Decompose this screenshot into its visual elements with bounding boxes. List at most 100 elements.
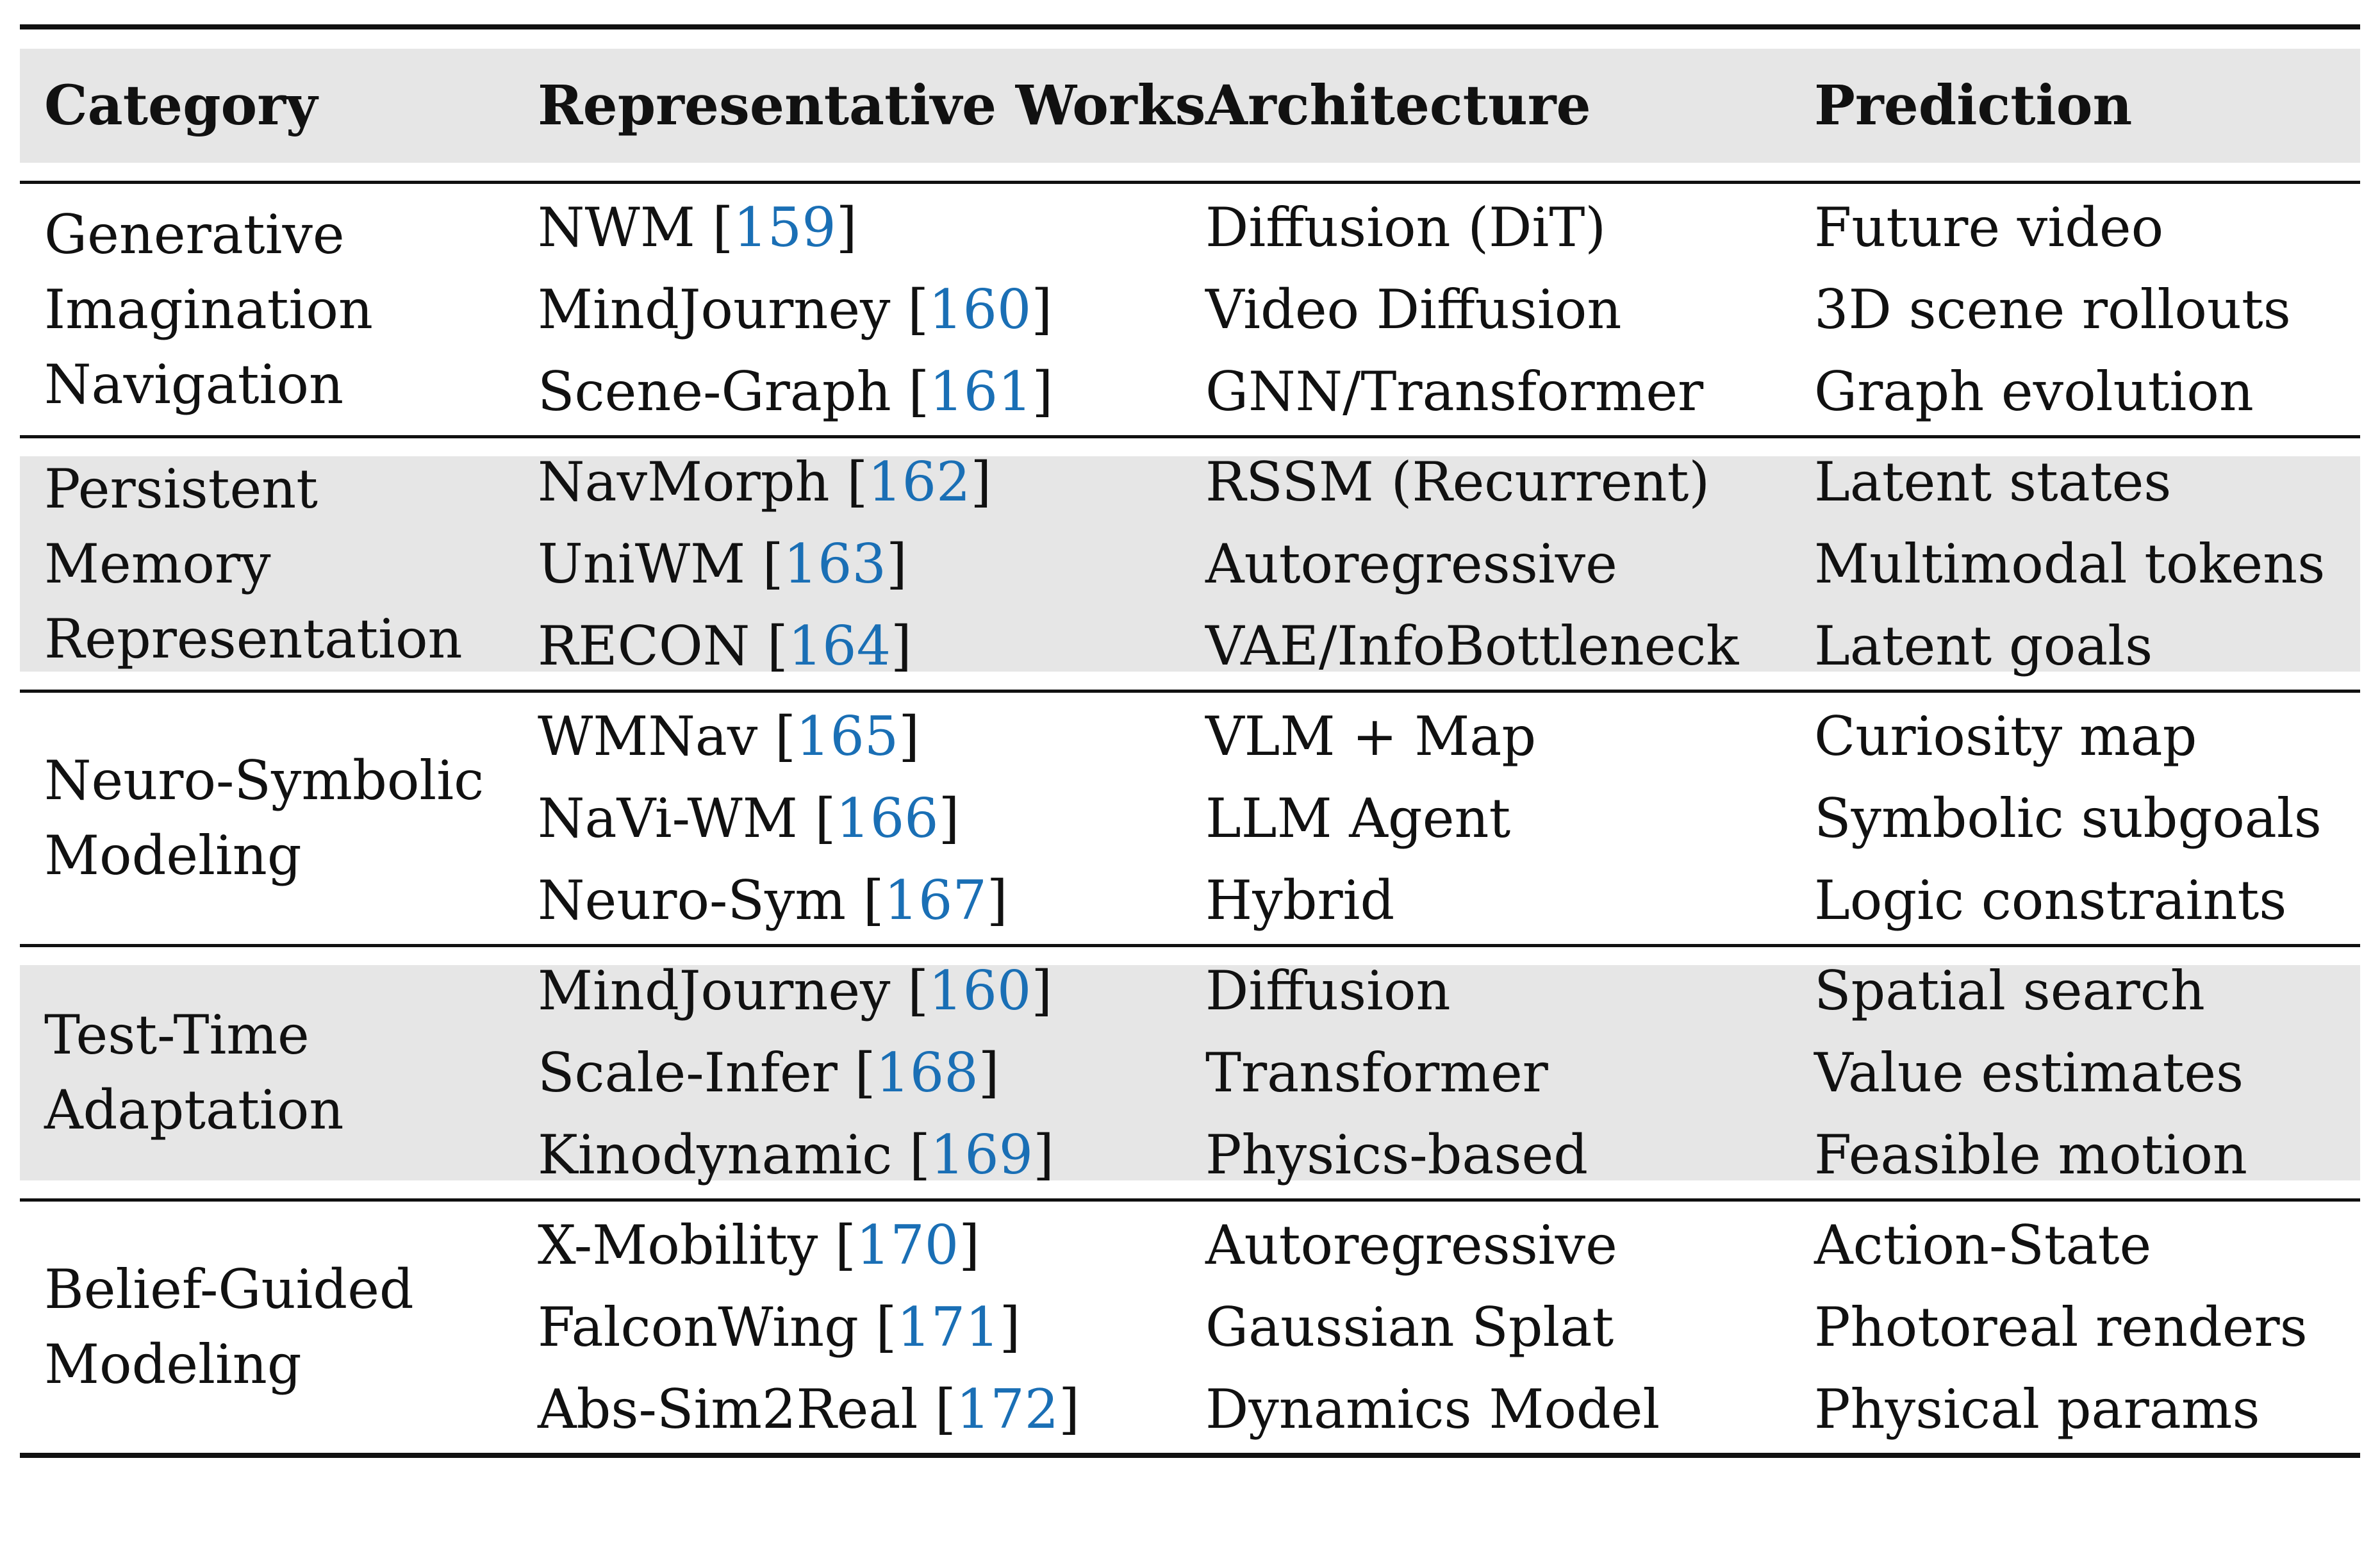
table-header-row: Category Representative Works Architectu…: [20, 49, 2360, 163]
work-cell: MindJourney [160]: [538, 959, 1053, 1022]
work-name: X-Mobility: [538, 1214, 818, 1277]
category-line: Imagination: [44, 277, 374, 341]
architecture-cell: VLM + Map: [1205, 705, 1537, 768]
prediction-cell: Graph evolution: [1814, 360, 2254, 423]
citation-link[interactable]: 168: [875, 1041, 979, 1104]
prediction-column: Latent states Multimodal tokens Latent g…: [1814, 438, 2325, 690]
category-line: Neuro-Symbolic: [44, 749, 484, 812]
work-cell: FalconWing [171]: [538, 1296, 1021, 1359]
architecture-cell: RSSM (Recurrent): [1205, 451, 1710, 513]
header-architecture: Architecture: [1205, 74, 1591, 138]
work-name: Scene-Graph: [538, 360, 891, 423]
architecture-column: Diffusion (DiT) Video Diffusion GNN/Tran…: [1205, 184, 1703, 435]
category-line: Test-Time: [44, 1004, 310, 1066]
architecture-cell: VAE/InfoBottleneck: [1205, 615, 1739, 677]
prediction-cell: Latent states: [1814, 451, 2172, 513]
group-rule: [20, 435, 2360, 438]
prediction-cell: Action-State: [1814, 1214, 2152, 1277]
prediction-cell: 3D scene rollouts: [1814, 278, 2291, 341]
prediction-column: Spatial search Value estimates Feasible …: [1814, 947, 2247, 1198]
table-group-persistent: Persistent Memory Representation NavMorp…: [20, 438, 2360, 690]
work-cell: WMNav [165]: [538, 705, 920, 768]
category-line: Generative: [44, 203, 345, 266]
prediction-cell: Photoreal renders: [1814, 1296, 2308, 1359]
citation-link[interactable]: 169: [930, 1123, 1034, 1186]
work-name: Neuro-Sym: [538, 869, 847, 932]
citation-link[interactable]: 171: [897, 1296, 1000, 1359]
prediction-cell: Spatial search: [1814, 959, 2205, 1022]
works-column: WMNav [165] NaVi-WM [166] Neuro-Sym [167…: [538, 693, 1008, 944]
citation-link[interactable]: 167: [884, 869, 987, 932]
works-column: MindJourney [160] Scale-Infer [168] Kino…: [538, 947, 1054, 1198]
citation-link[interactable]: 166: [836, 787, 939, 850]
work-cell: Abs-Sim2Real [172]: [538, 1378, 1080, 1441]
work-cell: NWM [159]: [538, 196, 857, 259]
category-line: Navigation: [44, 352, 344, 416]
group-rule: [20, 944, 2360, 947]
row-shading: [20, 965, 2360, 1180]
category-cell: Generative Imagination Navigation: [44, 184, 373, 435]
prediction-column: Action-State Photoreal renders Physical …: [1814, 1202, 2308, 1453]
table-group-belief-guided: Belief-Guided Modeling X-Mobility [170] …: [20, 1202, 2360, 1453]
category-line: Modeling: [44, 824, 302, 887]
citation-link[interactable]: 164: [788, 615, 891, 677]
work-cell: Neuro-Sym [167]: [538, 869, 1008, 932]
architecture-cell: Autoregressive: [1205, 533, 1617, 595]
work-name: Scale-Infer: [538, 1041, 838, 1104]
work-cell: RECON [164]: [538, 615, 912, 677]
architecture-cell: Transformer: [1205, 1041, 1548, 1104]
architecture-column: RSSM (Recurrent) Autoregressive VAE/Info…: [1205, 438, 1739, 690]
header-rule: [20, 181, 2360, 184]
architecture-cell: Hybrid: [1205, 869, 1395, 932]
work-cell: Kinodynamic [169]: [538, 1123, 1054, 1186]
header-category: Category: [44, 74, 318, 138]
architecture-cell: Diffusion: [1205, 959, 1451, 1022]
prediction-cell: Latent goals: [1814, 615, 2153, 677]
work-name: NWM: [538, 196, 695, 259]
citation-link[interactable]: 159: [733, 196, 836, 259]
citation-link[interactable]: 165: [795, 705, 899, 768]
work-name: WMNav: [538, 705, 758, 768]
category-line: Persistent: [44, 457, 318, 520]
architecture-cell: Gaussian Splat: [1205, 1296, 1614, 1359]
work-name: Abs-Sim2Real: [538, 1378, 918, 1441]
prediction-cell: Curiosity map: [1814, 705, 2197, 768]
architecture-cell: GNN/Transformer: [1205, 360, 1704, 423]
prediction-cell: Logic constraints: [1814, 869, 2287, 932]
category-line: Modeling: [44, 1333, 302, 1396]
table-group-neuro-symbolic: Neuro-Symbolic Modeling WMNav [165] NaVi…: [20, 693, 2360, 944]
citation-link[interactable]: 172: [955, 1378, 1059, 1441]
citation-link[interactable]: 170: [855, 1214, 959, 1277]
table-top-rule: [20, 24, 2360, 29]
table-bottom-rule: [20, 1453, 2360, 1458]
citation-link[interactable]: 160: [929, 278, 1032, 341]
category-line: Adaptation: [44, 1079, 344, 1141]
prediction-cell: Value estimates: [1814, 1041, 2244, 1104]
category-line: Belief-Guided: [44, 1258, 414, 1321]
work-name: RECON: [538, 615, 750, 677]
work-name: Kinodynamic: [538, 1123, 893, 1186]
architecture-cell: Video Diffusion: [1205, 278, 1622, 341]
work-cell: UniWM [163]: [538, 533, 907, 595]
work-name: MindJourney: [538, 959, 891, 1022]
category-cell: Test-Time Adaptation: [44, 947, 343, 1198]
citation-link[interactable]: 160: [929, 959, 1032, 1022]
citation-link[interactable]: 162: [868, 451, 971, 513]
row-shading: [20, 456, 2360, 672]
prediction-column: Curiosity map Symbolic subgoals Logic co…: [1814, 693, 2322, 944]
category-cell: Neuro-Symbolic Modeling: [44, 693, 484, 944]
prediction-cell: Feasible motion: [1814, 1123, 2248, 1186]
table-group-test-time: Test-Time Adaptation MindJourney [160] S…: [20, 947, 2360, 1198]
works-column: NavMorph [162] UniWM [163] RECON [164]: [538, 438, 991, 690]
category-cell: Belief-Guided Modeling: [44, 1202, 414, 1453]
works-column: NWM [159] MindJourney [160] Scene-Graph …: [538, 184, 1053, 435]
citation-link[interactable]: 161: [929, 360, 1032, 423]
work-name: MindJourney: [538, 278, 891, 341]
citation-link[interactable]: 163: [783, 533, 886, 595]
prediction-cell: Multimodal tokens: [1814, 533, 2326, 595]
prediction-cell: Physical params: [1814, 1378, 2260, 1441]
architecture-cell: Physics-based: [1205, 1123, 1589, 1186]
architecture-cell: Diffusion (DiT): [1205, 196, 1607, 259]
architecture-cell: LLM Agent: [1205, 787, 1511, 850]
group-rule: [20, 1198, 2360, 1202]
